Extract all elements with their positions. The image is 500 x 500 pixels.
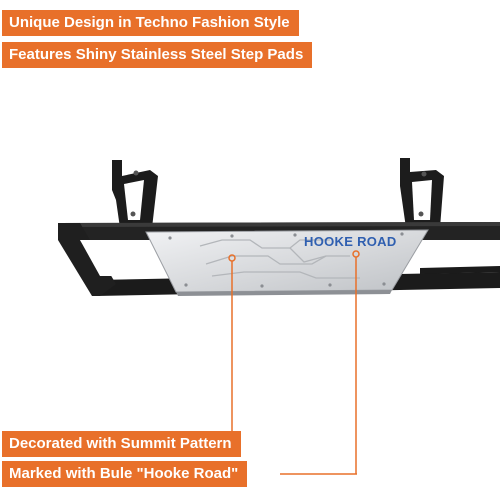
left-mounting-bracket xyxy=(112,160,158,228)
right-mounting-bracket xyxy=(400,158,444,228)
callout-tag-summit-pattern: Decorated with Summit Pattern xyxy=(2,431,241,457)
callout-tag-hooke-road: Marked with Bule "Hooke Road" xyxy=(2,461,248,487)
stainless-step-pad: HOOKE ROAD xyxy=(145,229,429,296)
headline-tag-step-pads: Features Shiny Stainless Steel Step Pads xyxy=(2,42,313,68)
summit-pattern xyxy=(199,239,360,279)
headline-tag-design: Unique Design in Techno Fashion Style xyxy=(2,10,299,36)
hooke-road-logo: HOOKE ROAD xyxy=(304,234,397,249)
logo-callout-line xyxy=(280,250,360,475)
pattern-callout-line xyxy=(228,254,236,433)
